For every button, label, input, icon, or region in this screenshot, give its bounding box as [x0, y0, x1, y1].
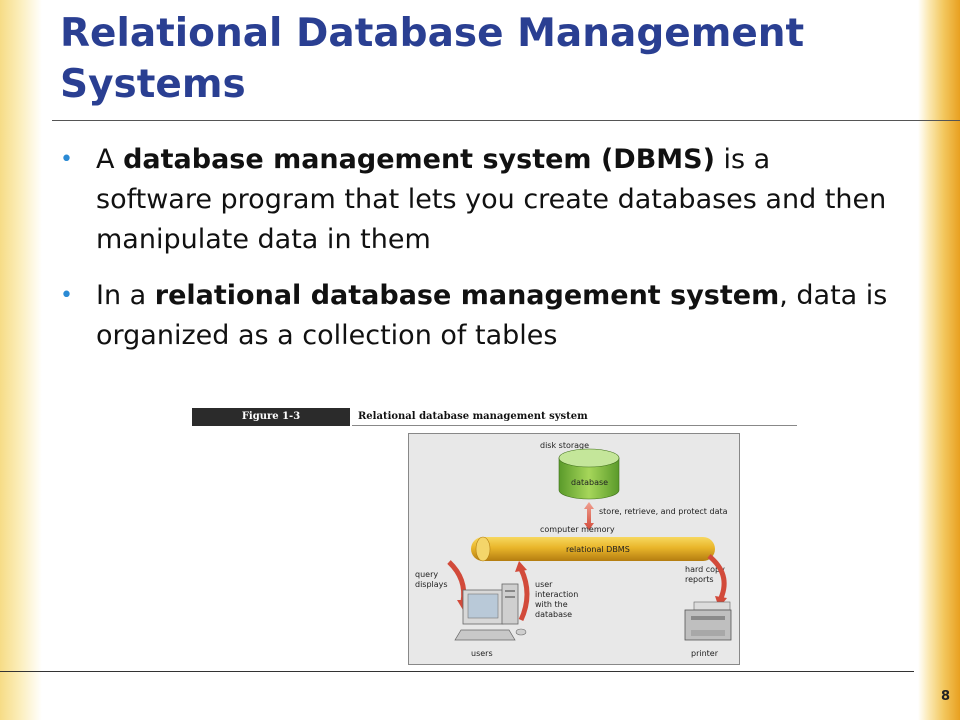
reports-label: reports	[685, 575, 714, 584]
database-label: database	[571, 478, 608, 487]
bullet-marker-icon: •	[60, 147, 73, 172]
figure-header: Figure 1-3 Relational database managemen…	[192, 408, 797, 426]
computer-icon	[454, 583, 527, 641]
user-interaction-label-4: database	[535, 610, 572, 619]
displays-label: displays	[415, 580, 448, 589]
footer-divider	[0, 671, 914, 672]
database-cylinder-icon	[558, 448, 620, 500]
slide-title: Relational Database Management Systems	[60, 11, 805, 107]
figure-caption: Relational database management system	[358, 411, 588, 422]
user-interaction-label-1: user	[535, 580, 553, 589]
bullet-text-bold: relational database management system	[154, 280, 780, 311]
printer-label: printer	[691, 649, 719, 658]
figure-label: Figure 1-3	[192, 408, 350, 426]
relational-dbms-label: relational DBMS	[566, 545, 630, 554]
computer-memory-label: computer memory	[540, 525, 615, 534]
page-number: 8	[940, 689, 950, 704]
user-interaction-label-2: interaction	[535, 590, 578, 599]
title-divider	[52, 120, 960, 121]
bullet-item: • A database management system (DBMS) is…	[58, 140, 888, 260]
dbms-diagram-svg: disk storage database store, retrieve, a…	[415, 441, 732, 658]
user-interaction-label-3: with the	[535, 600, 568, 609]
users-label: users	[471, 649, 493, 658]
printer-icon	[684, 601, 732, 641]
user-interaction-arrow-icon	[515, 561, 530, 622]
query-label: query	[415, 570, 438, 579]
bullet-text-pre: A	[96, 144, 124, 175]
dbms-diagram: disk storage database store, retrieve, a…	[408, 433, 740, 665]
bullet-text-post: , data is organized as a collection of t…	[96, 280, 888, 351]
bullet-text-bold: database management system (DBMS)	[123, 144, 715, 175]
bullet-text-post: is a software program that lets you crea…	[96, 144, 887, 255]
store-retrieve-arrow-icon	[584, 502, 594, 530]
disk-storage-label: disk storage	[540, 441, 589, 450]
bullet-item: • In a relational database management sy…	[58, 276, 888, 356]
store-retrieve-label: store, retrieve, and protect data	[599, 507, 728, 516]
right-decor-stripe	[918, 0, 960, 720]
figure-caption-rule	[352, 425, 797, 426]
left-decor-stripe	[0, 0, 42, 720]
relational-dbms-pipe-icon	[471, 536, 715, 562]
bullet-text-pre: In a	[96, 280, 155, 311]
bullet-list: • A database management system (DBMS) is…	[58, 140, 888, 372]
hard-copy-label: hard copy	[685, 565, 725, 574]
bullet-marker-icon: •	[60, 283, 73, 308]
